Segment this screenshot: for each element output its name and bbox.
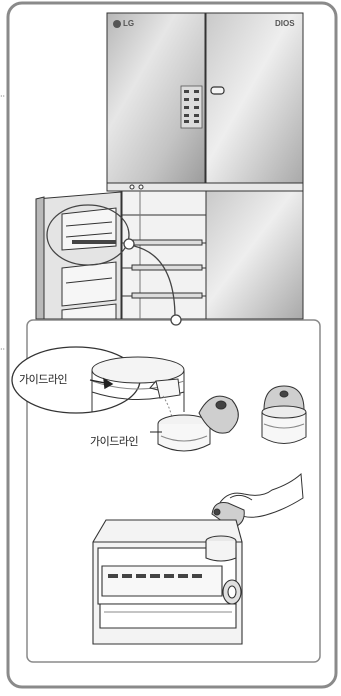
freezer-right-door <box>206 191 303 319</box>
svg-text:··: ·· <box>0 345 5 354</box>
open-compartment <box>122 191 206 319</box>
guide-line-label-container: 가이드라인 <box>90 433 138 449</box>
fridge-lower <box>36 191 303 319</box>
guide-line-label-zoom: 가이드라인 <box>19 371 67 387</box>
model-badge: DIOS <box>275 19 295 28</box>
fridge-upper <box>107 13 303 191</box>
fridge-right-door <box>206 13 303 183</box>
lg-logo-icon <box>113 20 121 28</box>
assembled-container <box>262 386 306 444</box>
svg-text:··: ·· <box>0 92 5 101</box>
door-handle <box>211 87 224 94</box>
lg-logo-text: LG <box>123 19 134 28</box>
door-bin <box>93 520 242 644</box>
middle-strip <box>107 183 303 191</box>
